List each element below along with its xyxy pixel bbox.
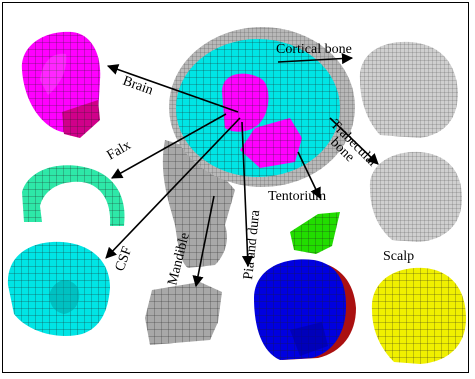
csf-part xyxy=(8,242,110,336)
cortical-bone-part xyxy=(360,42,458,138)
label-csf: CSF xyxy=(113,245,136,274)
label-falx: Falx xyxy=(105,138,134,163)
trabecular-bone-part xyxy=(370,152,462,242)
scalp-part xyxy=(372,268,466,364)
label-pia-and-dura: Pia and dura xyxy=(241,208,263,280)
pia-dura-part xyxy=(254,259,356,360)
label-brain: Brain xyxy=(121,74,155,99)
brain-part xyxy=(22,32,100,138)
label-cortical-bone: Cortical bone xyxy=(276,42,352,57)
tentorium-part xyxy=(290,212,340,254)
label-scalp: Scalp xyxy=(383,249,414,264)
falx-part xyxy=(22,165,125,226)
label-tentorium: Tentorium xyxy=(268,189,326,204)
mandible-part xyxy=(145,282,222,345)
